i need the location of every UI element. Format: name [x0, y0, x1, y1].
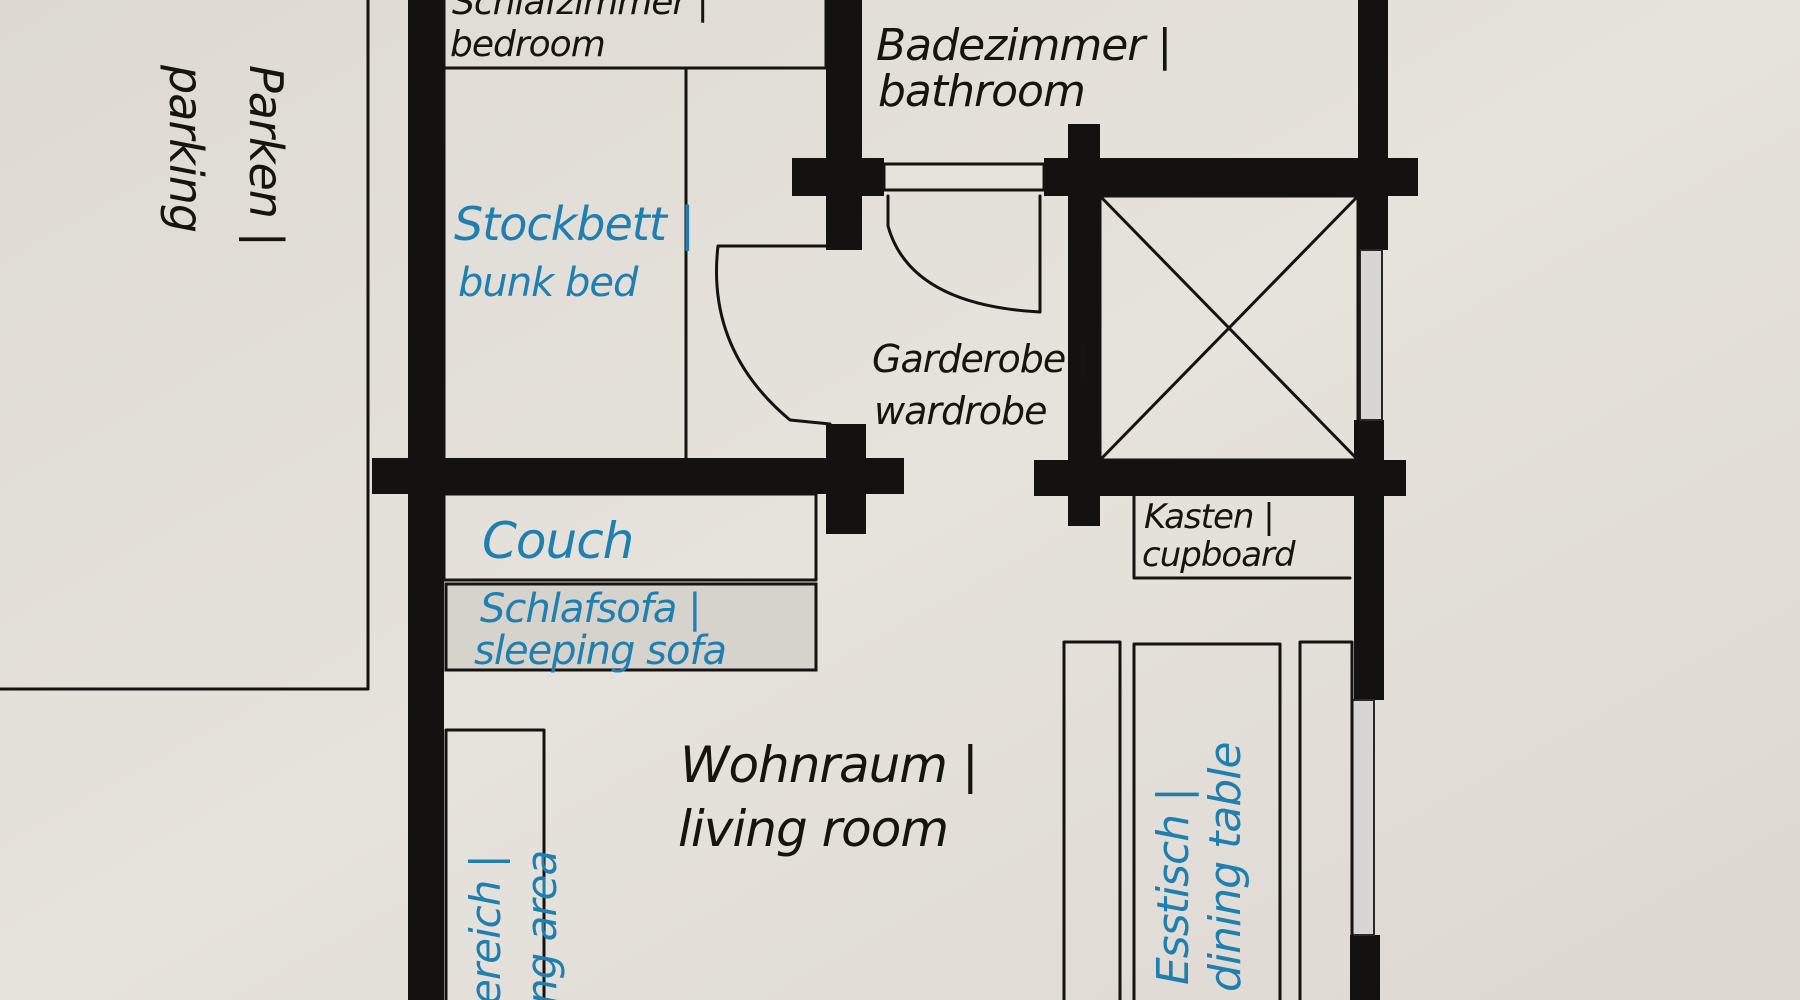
- dining-bench-right: [1298, 640, 1354, 1000]
- label-dining-de: Esstisch |: [1148, 788, 1199, 985]
- label-cupboard-de: Kasten |: [1144, 497, 1274, 537]
- wall-bedroom-right: [826, 0, 862, 250]
- label-bathroom-en: bathroom: [878, 66, 1085, 117]
- label-living-en: living room: [678, 800, 948, 858]
- sleeping-sofa-outline: [444, 582, 818, 672]
- label-dining-en: dining table: [1200, 742, 1251, 992]
- wall-right: [1358, 0, 1388, 250]
- bath-window: [882, 162, 1046, 192]
- label-parking-en: parking: [159, 64, 213, 232]
- parking-outline: [0, 0, 370, 691]
- label-bathroom-de: Badezimmer |: [876, 20, 1171, 71]
- label-sofa-en: sleeping sofa: [474, 628, 726, 674]
- bathroom-door-swing: [886, 194, 1042, 314]
- label-bedroom-de: Schlafzimmer |: [452, 0, 708, 23]
- bedroom-top-line: [442, 0, 828, 70]
- wall-closet-bottom: [1034, 460, 1406, 496]
- window-right-lower: [1351, 699, 1375, 936]
- dining-bench-left: [1062, 640, 1122, 1000]
- wall-bath-bottom-left: [792, 158, 884, 196]
- label-wardrobe-en: wardrobe: [874, 389, 1046, 433]
- bedroom-door-swing: [715, 244, 832, 426]
- label-wardrobe-de: Garderobe |: [872, 337, 1088, 382]
- cupboard-outline: [1132, 494, 1352, 580]
- label-sleeping-area-de: ereich |: [461, 855, 510, 1000]
- wall-left: [408, 0, 444, 1000]
- label-bunk-bed-en: bunk bed: [458, 260, 639, 306]
- label-couch: Couch: [482, 512, 633, 570]
- dining-table-outline: [1132, 642, 1282, 1000]
- wall-right-low: [1350, 935, 1380, 1000]
- label-sleeping-area-en: ng area: [517, 851, 566, 1000]
- label-sofa-de: Schlafsofa |: [480, 586, 701, 632]
- closet-cross: [1098, 194, 1360, 462]
- wall-closet-left: [1068, 124, 1100, 526]
- wall-bedroom-bottom: [372, 458, 904, 494]
- label-cupboard-en: cupboard: [1142, 535, 1296, 575]
- label-bunk-bed-de: Stockbett |: [454, 197, 694, 252]
- label-parking-de: Parken |: [238, 65, 293, 246]
- wall-wardrobe-stub: [826, 424, 866, 534]
- sleeping-area-outline: [444, 728, 546, 1000]
- window-right-upper: [1359, 249, 1383, 421]
- couch-outline: [442, 492, 818, 582]
- label-bedroom-en: bedroom: [450, 24, 605, 65]
- wall-bath-bottom-right: [1044, 158, 1418, 196]
- label-living-de: Wohnraum |: [680, 736, 978, 794]
- closet-box: [1098, 194, 1360, 462]
